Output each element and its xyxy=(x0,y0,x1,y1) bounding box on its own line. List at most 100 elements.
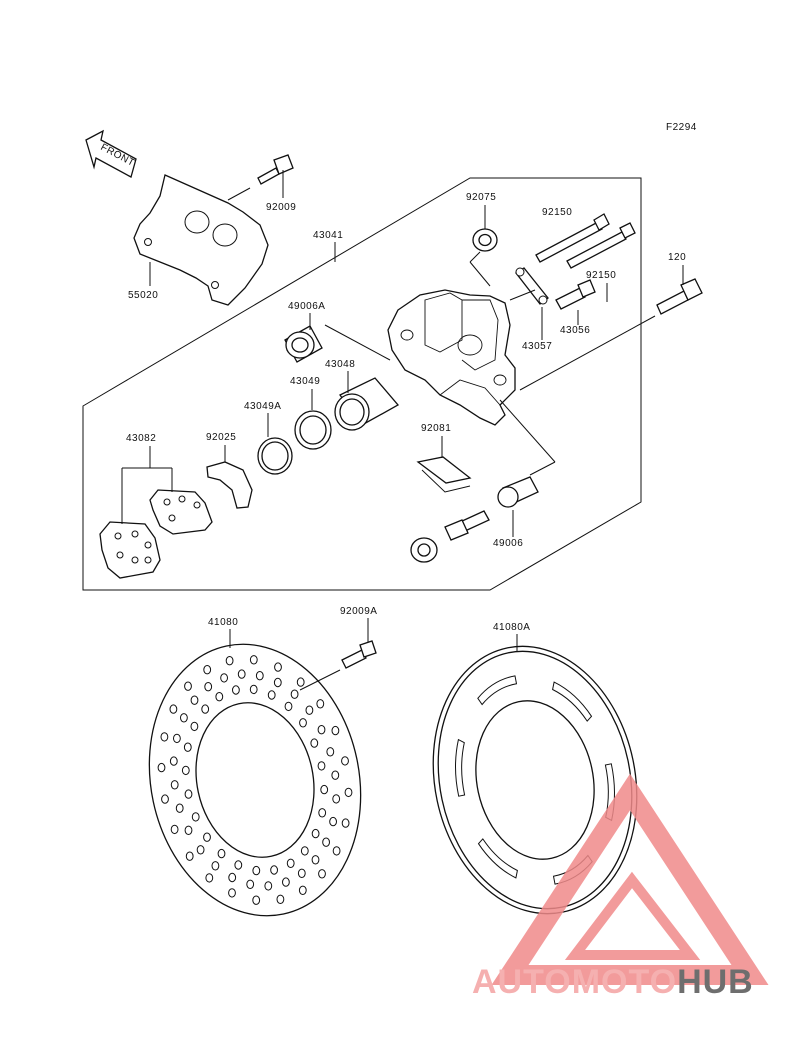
disc-hole xyxy=(246,879,255,889)
label-41080A: 41080A xyxy=(493,622,530,633)
disc-hole xyxy=(270,865,279,875)
label-92150-b: 92150 xyxy=(586,270,616,281)
disc-hole xyxy=(297,868,306,878)
disc-hole xyxy=(161,794,169,804)
disc-hole xyxy=(184,681,192,691)
disc-hole xyxy=(249,684,258,695)
label-92009A: 92009A xyxy=(340,606,377,617)
disc-hole xyxy=(300,846,309,856)
label-55020: 55020 xyxy=(128,290,158,301)
disc-slot xyxy=(552,681,593,722)
disc-hole xyxy=(173,733,181,744)
pad-spring-43057 xyxy=(515,267,549,305)
pad-spring-92081 xyxy=(416,456,472,493)
pin-bolt xyxy=(444,510,490,541)
disc-slot xyxy=(455,738,466,797)
disc-hole xyxy=(311,828,320,839)
piston-seal-43049 xyxy=(294,410,332,450)
label-92075: 92075 xyxy=(466,192,496,203)
label-92009: 92009 xyxy=(266,202,296,213)
disc-hole xyxy=(322,837,331,847)
disc-hole xyxy=(169,704,178,714)
disc-hole xyxy=(196,845,205,855)
disc-hole xyxy=(274,662,282,672)
disc-hole xyxy=(326,747,335,757)
disc-hole xyxy=(255,671,264,681)
disc-hole xyxy=(190,695,199,705)
disc-hole xyxy=(217,848,226,859)
disc-hole xyxy=(296,677,305,687)
bolt-92009A xyxy=(341,640,377,669)
label-43048: 43048 xyxy=(325,359,355,370)
sleeve-49006 xyxy=(497,476,539,508)
disc-hole xyxy=(344,787,353,798)
disc-hole xyxy=(331,770,340,780)
bolt-92009 xyxy=(227,154,294,201)
disc-hole xyxy=(332,846,341,856)
disc-hole xyxy=(220,673,229,683)
disc-hole xyxy=(203,665,212,675)
disc-hole xyxy=(310,738,319,748)
disc-hole xyxy=(341,818,350,828)
label-43041: 43041 xyxy=(313,230,343,241)
front-arrow-icon: FRONT xyxy=(85,129,137,178)
disc-hole xyxy=(329,816,338,827)
pin-92150-lower xyxy=(566,222,636,269)
caliper-body xyxy=(387,289,516,426)
disc-hole xyxy=(201,704,210,714)
watermark-text-dark: HUB xyxy=(677,963,754,1001)
disc-hole xyxy=(185,851,194,861)
disc-hole xyxy=(211,861,220,871)
disc-hole xyxy=(175,803,184,813)
disc-hole xyxy=(169,756,178,766)
disc-hole xyxy=(264,881,273,891)
caliper-assembly-frame xyxy=(82,177,642,591)
disc-hole xyxy=(316,699,325,709)
disc-hole xyxy=(299,718,307,728)
boot-small xyxy=(410,537,438,563)
disc-hole xyxy=(225,656,234,666)
boot-49006A xyxy=(284,325,323,363)
disc-hole xyxy=(267,690,276,700)
disc-hole xyxy=(190,721,199,732)
disc-hole xyxy=(184,825,193,835)
label-120: 120 xyxy=(668,252,686,263)
label-92150-a: 92150 xyxy=(542,207,572,218)
label-49006: 49006 xyxy=(493,538,523,549)
dust-seal-43049A xyxy=(257,437,293,475)
disc-hole xyxy=(170,824,179,835)
disc-hole xyxy=(249,655,258,665)
disc-hole xyxy=(276,894,285,904)
disc-hole xyxy=(298,885,307,895)
disc-hole xyxy=(157,762,166,773)
figure-code: F2294 xyxy=(666,122,697,133)
disc-hole xyxy=(282,877,290,887)
disc-hole xyxy=(183,742,192,752)
disc-slot xyxy=(477,675,518,706)
brake-pad-front xyxy=(99,521,161,579)
disc-hole xyxy=(252,895,261,905)
disc-hole xyxy=(317,725,326,735)
disc-hole xyxy=(341,756,349,766)
disc-hole xyxy=(204,682,213,692)
disc-hole xyxy=(318,808,327,818)
disc-slot xyxy=(477,838,518,879)
automotohub-watermark: AUTOMOTOHUB xyxy=(472,773,769,1001)
disc-hole xyxy=(320,784,329,795)
brake-pad-rear xyxy=(149,489,213,535)
disc-hole xyxy=(170,780,179,790)
disc-hole xyxy=(273,677,282,688)
label-43049A: 43049A xyxy=(244,401,281,412)
disc-hole xyxy=(284,701,293,712)
disc-hole xyxy=(317,761,326,771)
disc-hole xyxy=(191,812,200,822)
disc-hole xyxy=(160,732,169,742)
disc-hole xyxy=(332,794,341,804)
disc-hole xyxy=(215,692,224,702)
label-43057: 43057 xyxy=(522,341,552,352)
pad-shim-92025 xyxy=(206,461,253,509)
disc-hole xyxy=(305,705,314,715)
disc-hole xyxy=(331,725,340,736)
